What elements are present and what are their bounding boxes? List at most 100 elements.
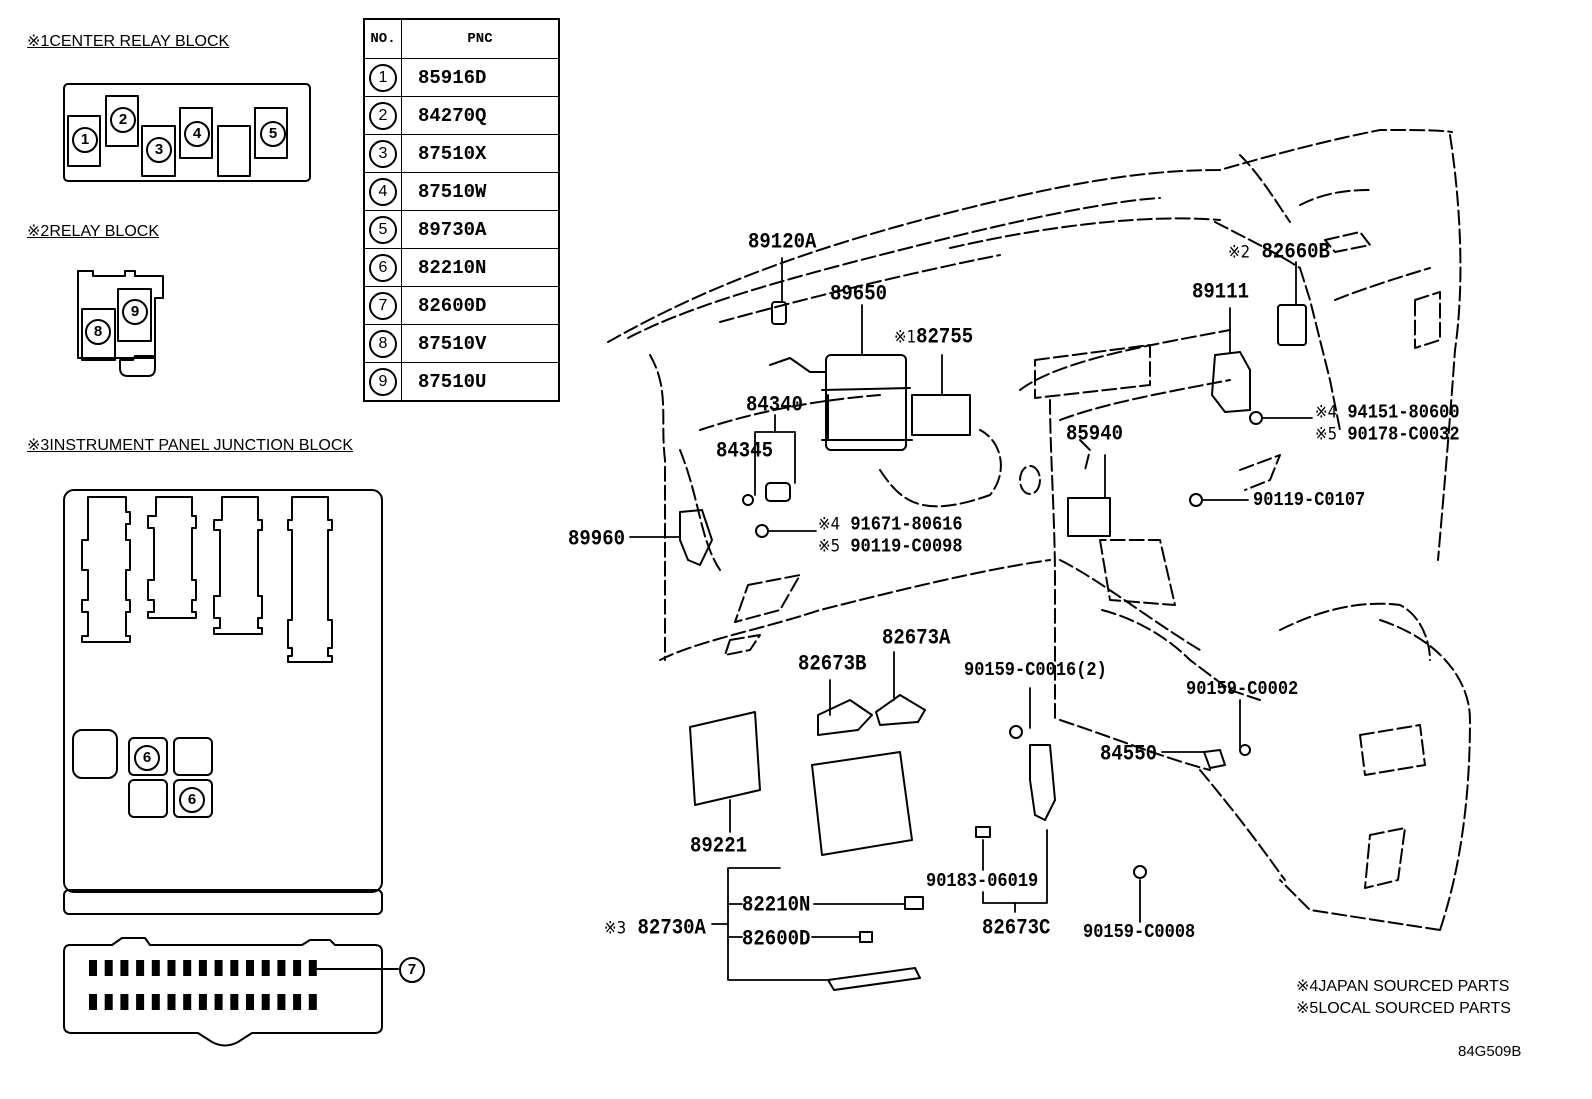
relay-slot-8: 8 [85,319,111,345]
label-90119-C0098-text: 90119-C0098 [850,536,963,559]
label-82660B-text: 82660B [1261,238,1330,265]
relay-block-drawing [77,270,164,377]
number-circle: 9 [369,367,397,396]
label-91671-80616: ※4 91671-80616 [818,512,963,537]
pnc-row-number: 3 [363,134,402,173]
pnc-row-number: 2 [363,96,402,135]
label-90178-text: 90178-C0032 [1347,424,1460,447]
junction-slot-6a: 6 [134,745,160,771]
note-mark: ※3 [27,437,50,454]
relay-slot-2: 2 [110,107,136,133]
pnc-code: 82600D [401,286,560,325]
label-94151-80600: ※4 94151-80600 [1315,400,1460,425]
connector-pin [167,994,176,1010]
connector-pin [277,960,286,976]
pnc-row-number: 9 [363,362,402,402]
legend-local-text: LOCAL SOURCED PARTS [1318,1000,1511,1017]
label-89221: 89221 [690,832,748,859]
pnc-row-number: 4 [363,172,402,211]
relay-block-title: ※2RELAY BLOCK [27,223,159,241]
pnc-code: 87510W [401,172,560,211]
number-circle: 5 [369,215,397,244]
connector-pins [89,960,317,1010]
label-91671-text: 91671-80616 [850,514,963,537]
legend-japan-sourced: ※4JAPAN SOURCED PARTS [1296,977,1509,997]
label-89650: 89650 [830,280,888,307]
label-82730A-text: 82730A [637,914,706,941]
connector-pin [230,960,239,976]
label-89960: 89960 [568,525,626,552]
pnc-code: 87510V [401,324,560,363]
connector-pin [183,994,192,1010]
connector-pin [246,994,254,1010]
label-82755: ※182755 [894,325,973,348]
connector-pin [198,960,207,976]
relay-slot-1: 1 [72,127,98,153]
connector-pin [308,960,317,976]
pnc-row-number: 5 [363,210,402,249]
connector-drawing [63,937,399,1047]
connector-pin [261,994,270,1010]
number-circle: 6 [369,253,397,282]
note-mark: ※4 [1296,978,1319,995]
label-90183-06019: 90183-06019 [926,871,1039,893]
relay-slot-4: 4 [184,121,210,147]
note-mark: ※5 [818,535,841,556]
connector-pin [277,994,286,1010]
label-84345: 84345 [716,437,774,464]
label-82730A: ※3 82730A [604,916,706,939]
label-90119-C0107: 90119-C0107 [1253,490,1366,512]
leader-lines [629,257,1313,981]
connector-pin [120,960,129,976]
label-82660B: ※2 82660B [1228,240,1330,263]
pnc-code: 85916D [401,58,560,97]
pnc-row-number: 8 [363,324,402,363]
junction-block-title-text: INSTRUMENT PANEL JUNCTION BLOCK [49,437,354,454]
label-84550: 84550 [1100,740,1158,767]
connector-pin [214,960,223,976]
label-82210N: 82210N [742,891,811,918]
legend-japan-text: JAPAN SOURCED PARTS [1318,978,1510,995]
label-90159-C0008: 90159-C0008 [1083,922,1196,944]
number-circle: 2 [369,101,397,130]
instrument-panel-outline [607,129,1471,931]
pnc-code: 82210N [401,248,560,287]
connector-pin [89,994,97,1010]
label-82673A: 82673A [882,624,951,651]
note-mark: ※5 [1315,423,1338,444]
connector-callout-7: 7 [399,957,425,983]
relay-slot-3: 3 [146,137,172,163]
note-mark: ※1 [27,33,50,50]
header-no: NO. [363,18,402,59]
pnc-code: 87510U [401,362,560,402]
center-relay-block-title: ※1CENTER RELAY BLOCK [27,33,229,51]
header-pnc: PNC [401,18,560,59]
label-82673B: 82673B [798,650,867,677]
connector-pin [198,994,207,1010]
label-90159-C0016: 90159-C0016(2) [964,660,1107,682]
label-90159-C0002: 90159-C0002 [1186,679,1299,701]
pnc-code: 87510X [401,134,560,173]
connector-pin [89,960,97,976]
label-82755-text: 82755 [916,323,974,350]
note-mark: ※4 [1315,401,1338,422]
number-circle: 8 [369,329,397,358]
junction-slot-6b: 6 [179,787,205,813]
relay-block-title-text: RELAY BLOCK [49,223,159,240]
number-circle: 7 [369,291,397,320]
connector-pin [293,960,302,976]
connector-pin [167,960,176,976]
center-relay-block-drawing [63,83,311,182]
pnc-row-number: 1 [363,58,402,97]
label-90178-C0032: ※5 90178-C0032 [1315,422,1460,447]
label-89120A: 89120A [748,228,817,255]
label-82600D: 82600D [742,925,811,952]
